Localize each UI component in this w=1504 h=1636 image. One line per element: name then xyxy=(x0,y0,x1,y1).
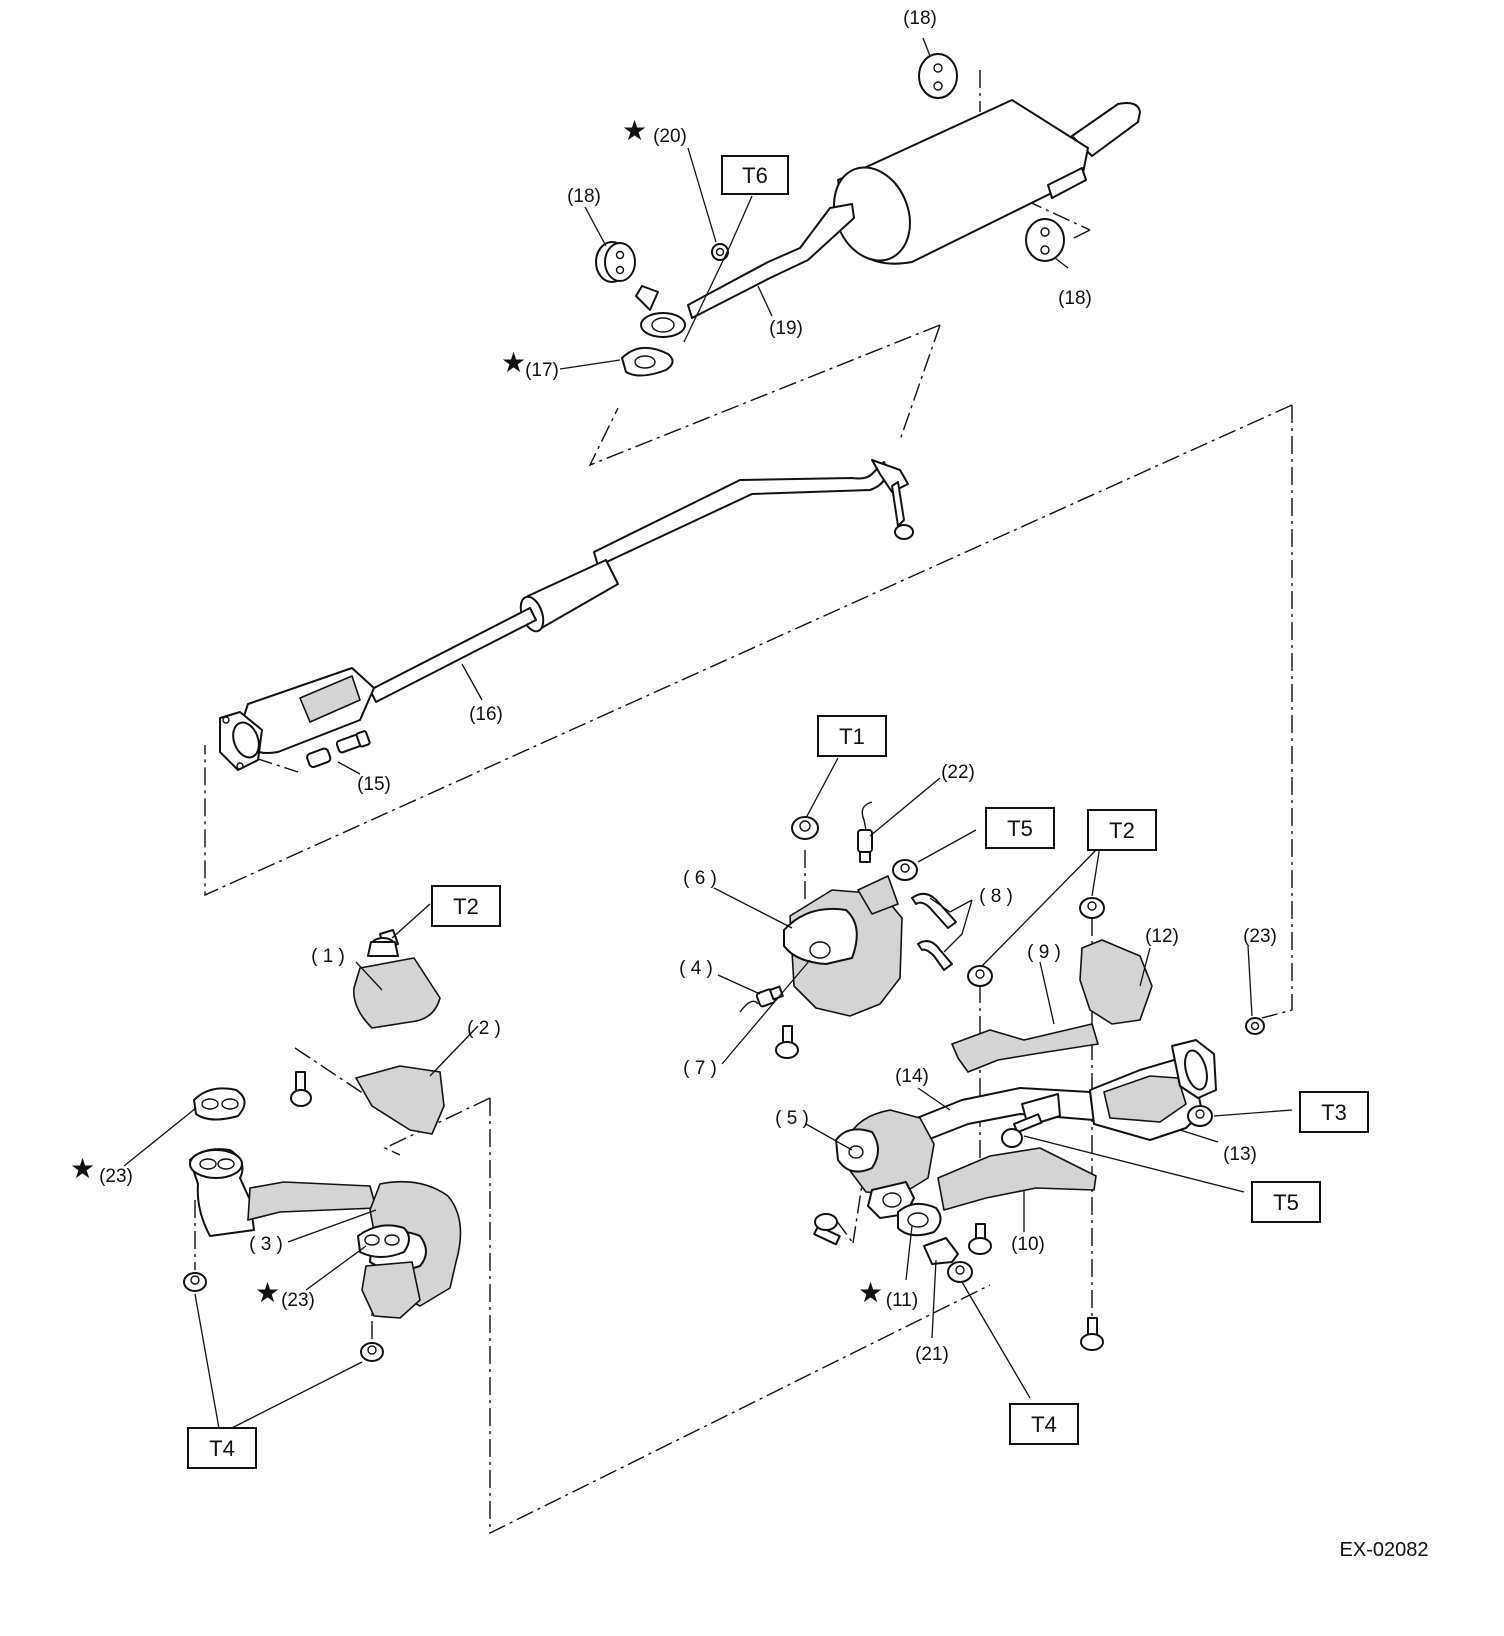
center-exhaust-pipe xyxy=(219,459,914,771)
svg-text:T4: T4 xyxy=(209,1436,235,1461)
label-6: ( 6 ) xyxy=(683,868,717,889)
nut-t2-right-b xyxy=(967,965,993,987)
nut-13 xyxy=(1187,1105,1213,1127)
gasket-23-mid xyxy=(357,1224,410,1258)
label-21: (21) xyxy=(915,1344,949,1365)
cover-2 xyxy=(355,1065,445,1135)
torque-box-t2-left: T2 xyxy=(431,885,501,927)
torque-box-t1: T1 xyxy=(817,715,887,757)
torque-box-t2-right: T2 xyxy=(1087,809,1157,851)
nut-left-t4-a xyxy=(183,1272,207,1292)
cover-1 xyxy=(353,929,441,1029)
label-10: (10) xyxy=(1011,1234,1045,1255)
part-labels: (18) (20) (18) (18) (19) (17) (16) (15) … xyxy=(99,8,1277,1365)
bolt-left-upper xyxy=(290,1071,312,1107)
torque-box-t4-right: T4 xyxy=(1009,1403,1079,1445)
svg-text:T5: T5 xyxy=(1273,1190,1299,1215)
label-18-left: (18) xyxy=(567,186,601,207)
label-14: (14) xyxy=(895,1066,929,1087)
bolt-12-lower xyxy=(1080,1317,1104,1351)
svg-text:T3: T3 xyxy=(1321,1100,1347,1125)
svg-text:T4: T4 xyxy=(1031,1412,1057,1437)
torque-box-t4-left: T4 xyxy=(187,1427,257,1469)
assembly-lines xyxy=(194,70,1293,1535)
label-22: (22) xyxy=(941,762,975,783)
nut-t1 xyxy=(791,816,819,840)
star-17: ★ xyxy=(501,347,526,378)
label-11: (11) xyxy=(886,1290,918,1311)
label-3: ( 3 ) xyxy=(249,1234,283,1255)
gasket-11 xyxy=(897,1202,942,1237)
label-19: (19) xyxy=(769,318,803,339)
label-16: (16) xyxy=(469,704,503,725)
nut-t4-right xyxy=(947,1261,973,1283)
star-23-mid: ★ xyxy=(255,1277,280,1308)
star-23-left: ★ xyxy=(70,1153,95,1184)
gasket-23-left xyxy=(193,1087,246,1121)
label-12: (12) xyxy=(1145,926,1179,947)
label-20: (20) xyxy=(653,126,687,147)
bolt-5-lower xyxy=(813,1213,841,1246)
clamp-8-lower xyxy=(917,940,953,971)
torque-box-t5-top: T5 xyxy=(985,807,1055,849)
label-13: (13) xyxy=(1223,1144,1257,1165)
replacement-stars: ★ ★ ★ ★ ★ xyxy=(70,115,883,1308)
bracket-21 xyxy=(923,1237,959,1265)
oxygen-sensor-22 xyxy=(857,801,873,863)
svg-text:T6: T6 xyxy=(742,163,768,188)
rear-muffler-assembly xyxy=(635,99,1141,338)
svg-text:T5: T5 xyxy=(1007,816,1033,841)
sensor-plug-15 xyxy=(306,730,371,769)
svg-text:T1: T1 xyxy=(839,724,865,749)
rubber-mount-18-left xyxy=(595,241,636,283)
heat-shield-12 xyxy=(1079,939,1153,1025)
svg-text:T2: T2 xyxy=(453,894,479,919)
gasket-23-right xyxy=(1245,1017,1265,1035)
label-4: ( 4 ) xyxy=(679,958,713,979)
rubber-mount-18-right xyxy=(1025,218,1065,262)
label-7: ( 7 ) xyxy=(683,1058,717,1079)
gasket-17 xyxy=(621,347,674,377)
figure-id: EX-02082 xyxy=(1340,1539,1429,1561)
label-9: ( 9 ) xyxy=(1027,942,1061,963)
exhaust-manifold-3 xyxy=(189,1148,462,1319)
label-5: ( 5 ) xyxy=(775,1108,809,1129)
rubber-mount-18-top xyxy=(918,53,958,99)
catalytic-converter-6 xyxy=(783,875,903,1017)
label-23-right: (23) xyxy=(1243,926,1277,947)
bolt-t5-bottom xyxy=(1001,1113,1043,1148)
star-11: ★ xyxy=(858,1277,883,1308)
front-exhaust-pipe-14 xyxy=(911,1039,1217,1143)
torque-box-t5-bottom: T5 xyxy=(1251,1181,1321,1223)
label-23-mid: (23) xyxy=(281,1290,315,1311)
nut-t2-right-a xyxy=(1079,897,1105,919)
nut-left-t2 xyxy=(367,941,399,957)
bolt-10 xyxy=(968,1223,992,1255)
label-18-right: (18) xyxy=(1058,288,1092,309)
torque-box-t3: T3 xyxy=(1299,1091,1369,1133)
label-18-top: (18) xyxy=(903,8,937,29)
clamp-8-upper xyxy=(911,892,957,929)
nut-left-t4-b xyxy=(360,1342,384,1362)
label-15: (15) xyxy=(357,774,391,795)
label-17: (17) xyxy=(525,360,559,381)
label-23-left: (23) xyxy=(99,1166,133,1187)
catalytic-converter-5 xyxy=(835,1109,935,1219)
heat-shield-10 xyxy=(937,1147,1097,1211)
leader-lines xyxy=(123,37,1293,1435)
label-2: ( 2 ) xyxy=(467,1018,501,1039)
torque-box-t6: T6 xyxy=(721,155,789,195)
heat-shield-9 xyxy=(951,1023,1099,1073)
label-1: ( 1 ) xyxy=(311,946,345,967)
star-20: ★ xyxy=(622,115,647,146)
svg-text:T2: T2 xyxy=(1109,818,1135,843)
bolt-7 xyxy=(775,1025,799,1059)
nut-t5-top xyxy=(892,859,918,881)
label-8: ( 8 ) xyxy=(979,886,1013,907)
